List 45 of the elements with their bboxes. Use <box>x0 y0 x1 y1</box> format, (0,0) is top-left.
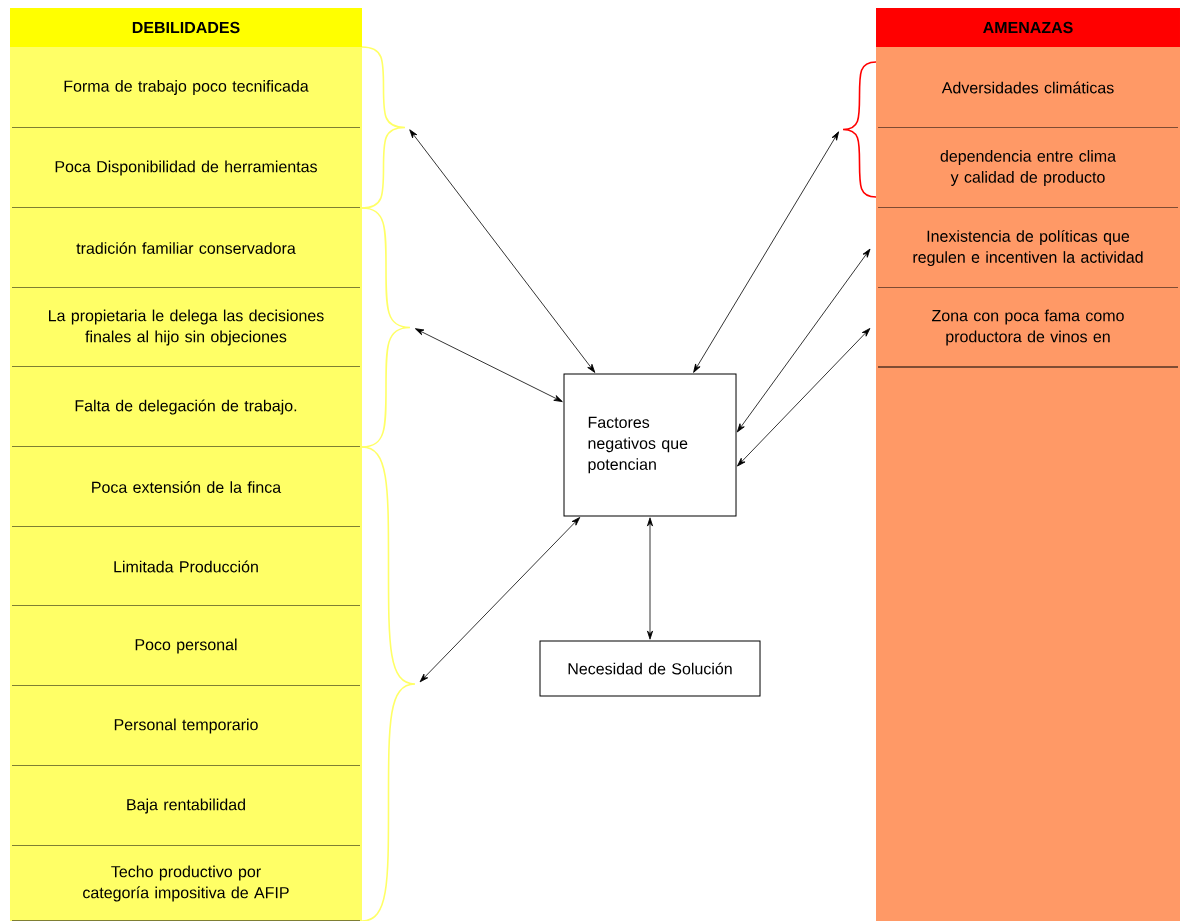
node-label: Limitada Producción <box>114 560 258 573</box>
node-label: Falta de delegación de trabajo. <box>75 399 297 415</box>
table-cell: Poco personal <box>10 606 362 687</box>
arrow <box>737 328 871 467</box>
node-label: Baja rentabilidad <box>127 798 245 814</box>
arrow <box>736 248 871 433</box>
brace <box>361 46 406 209</box>
table-cell: Personal temporario <box>10 686 362 767</box>
node-label: tradición familiar conservadora <box>76 242 296 254</box>
brace <box>361 207 411 448</box>
brace <box>842 61 877 198</box>
table-cell: Techo productivo por categoría impositiva de AFIP <box>10 846 362 921</box>
process-box: Necesidad de Solución <box>539 640 761 697</box>
arrow <box>647 517 654 640</box>
table-cell: Zona con poca fama como productora de vinos en <box>876 288 1180 368</box>
header-cell: AMENAZAS <box>875 8 1180 49</box>
table-cell: Falta de delegación de trabajo. <box>10 367 362 448</box>
table-cell: Inexistencia de políticas que regulen e incentiven la actividad <box>876 208 1180 289</box>
table-cell: tradición familiar conservadora <box>10 208 362 289</box>
node-label: Personal temporario <box>114 718 258 734</box>
arrow <box>693 131 839 373</box>
node-label: Inexistencia de políticas que regulen e incentiven la actividad <box>913 229 1143 267</box>
table-cell: Poca extensión de la finca <box>10 447 362 528</box>
table-cell: Adversidades climáticas <box>876 47 1180 129</box>
node-label: Poco personal <box>135 638 237 654</box>
node-label: Forma de trabajo poco tecnificada <box>64 80 309 95</box>
node-label: La propietaria le delega las decisiones finales al hijo sin objeciones <box>49 309 324 346</box>
node-label: dependencia entre clima y calidad de producto <box>940 150 1117 186</box>
table-cell: Baja rentabilidad <box>10 766 362 847</box>
header-cell: DEBILIDADES <box>9 8 363 49</box>
node-label: Poca extensión de la finca <box>92 481 282 493</box>
node-label: Zona con poca fama como productora de vinos en <box>932 309 1124 346</box>
node-label: Adversidades climáticas <box>941 81 1114 94</box>
table-cell: Limitada Producción <box>10 527 362 607</box>
table-cell: La propietaria le delega las decisiones finales al hijo sin objeciones <box>10 288 362 368</box>
brace <box>361 446 416 921</box>
process-box: Factores negativos que potencian <box>563 373 737 517</box>
arrow <box>409 129 596 373</box>
node-label: Poca Disponibilidad de herramientas <box>55 160 317 176</box>
table-cell: Forma de trabajo poco tecnificada <box>10 47 362 129</box>
arrow <box>419 517 581 683</box>
table-cell: dependencia entre clima y calidad de producto <box>876 128 1180 209</box>
table-cell: Poca Disponibilidad de herramientas <box>10 128 362 209</box>
arrow <box>415 328 563 402</box>
node-label: Techo productivo por categoría impositiva de AFIP <box>83 865 289 902</box>
